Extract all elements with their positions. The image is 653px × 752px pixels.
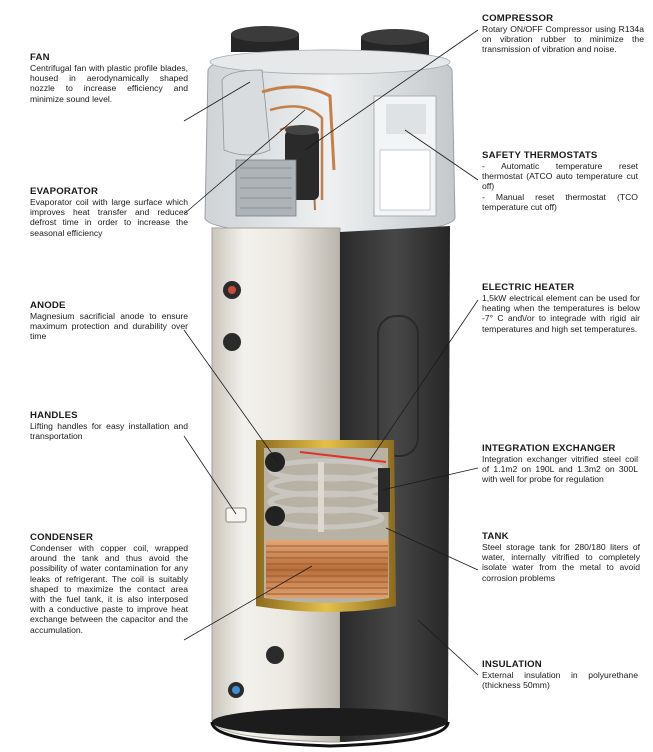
- callout-text: Magnesium sacrificial anode to ensure ma…: [30, 311, 188, 342]
- callout-text: - Automatic temperature reset thermostat…: [482, 161, 638, 192]
- callout-safety-thermostats: SAFETY THERMOSTATS - Automatic temperatu…: [482, 150, 638, 212]
- callout-title: INSULATION: [482, 659, 542, 670]
- callout-text: Evaporator coil with large surface which…: [30, 197, 188, 238]
- callout-title: INTEGRATION EXCHANGER: [482, 443, 616, 454]
- callout-compressor: COMPRESSOR Rotary ON/OFF Compressor usin…: [482, 13, 644, 55]
- callout-title: ELECTRIC HEATER: [482, 282, 575, 293]
- callout-title: HANDLES: [30, 410, 78, 421]
- callout-tank: TANK Steel storage tank for 280/180 lite…: [482, 531, 640, 583]
- callout-title: FAN: [30, 52, 50, 63]
- pipe-connections: [223, 281, 284, 698]
- leader-compressor: [304, 29, 479, 151]
- leader-handles: [183, 435, 237, 515]
- leader-tank: [385, 527, 479, 571]
- callout-title: TANK: [482, 531, 509, 542]
- callout-integration-exchanger: INTEGRATION EXCHANGER Integration exchan…: [482, 443, 638, 485]
- callout-anode: ANODE Magnesium sacrificial anode to ens…: [30, 300, 188, 342]
- callout-title: ANODE: [30, 300, 66, 311]
- callout-text: Condenser with copper coil, wrapped arou…: [30, 543, 188, 635]
- condenser-copper-coil: [266, 540, 388, 598]
- callout-condenser: CONDENSER Condenser with copper coil, wr…: [30, 532, 188, 635]
- callout-title: SAFETY THERMOSTATS: [482, 150, 598, 161]
- leader-lines: [183, 29, 479, 676]
- leader-anode: [183, 329, 279, 463]
- callout-title: CONDENSER: [30, 532, 94, 543]
- leader-integration-exchanger: [381, 467, 479, 491]
- callout-text: - Manual reset thermostat (TCO temperatu…: [482, 191, 638, 212]
- callout-text: Steel storage tank for 280/180 liters of…: [482, 542, 640, 583]
- leader-electric-heater: [369, 299, 479, 461]
- callout-text: Rotary ON/OFF Compressor using R134a on …: [482, 24, 644, 55]
- callout-text: Integration exchanger vitrified steel co…: [482, 454, 638, 485]
- callout-insulation: INSULATION External insulation in polyur…: [482, 659, 638, 690]
- lifting-handle: [225, 507, 247, 523]
- heat-pump-head: [204, 49, 456, 237]
- leader-insulation: [417, 619, 479, 676]
- callout-fan: FAN Centrifugal fan with plastic profile…: [30, 52, 188, 104]
- callout-text: 1,5kW electrical element can be used for…: [482, 293, 640, 334]
- leader-condenser: [183, 565, 313, 641]
- callout-electric-heater: ELECTRIC HEATER 1,5kW electrical element…: [482, 282, 640, 334]
- callout-text: External insulation in polyurethane (thi…: [482, 670, 638, 691]
- leader-safety-thermostats: [404, 129, 479, 181]
- callout-evaporator: EVAPORATOR Evaporator coil with large su…: [30, 186, 188, 238]
- callout-title: COMPRESSOR: [482, 13, 554, 24]
- electric-heater-element: [299, 451, 387, 463]
- air-vent-collars: [231, 26, 429, 55]
- leader-evaporator: [183, 109, 306, 215]
- leader-fan: [183, 81, 251, 122]
- callout-text: Centrifugal fan with plastic profile bla…: [30, 63, 188, 104]
- callout-title: EVAPORATOR: [30, 186, 99, 197]
- callout-handles: HANDLES Lifting handles for easy install…: [30, 410, 188, 441]
- callout-text: Lifting handles for easy installation an…: [30, 421, 188, 442]
- tank-cutaway: [256, 440, 396, 612]
